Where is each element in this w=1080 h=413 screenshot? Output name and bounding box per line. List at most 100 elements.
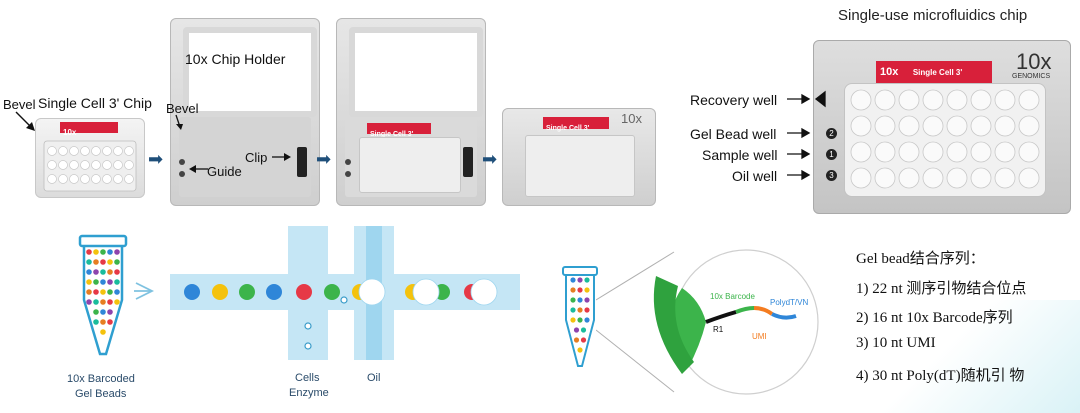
gel-bead <box>93 309 99 315</box>
sequence-info-title: Gel bead结合序列： <box>856 251 985 267</box>
teal-decoration <box>860 300 1080 413</box>
channel-bead <box>266 284 282 300</box>
microfluidics-title: Single-use microfluidics chip <box>838 7 1028 24</box>
loaded-chip-red-label: Single Cell 3' <box>367 123 431 138</box>
gel-bead <box>86 289 92 295</box>
gel-bead <box>107 319 113 325</box>
bead-r1-label: R1 <box>713 325 724 334</box>
bead-umi-label: UMI <box>752 332 767 341</box>
oil-label: Oil <box>367 372 381 384</box>
gel-bead <box>114 289 120 295</box>
gel-bead <box>86 259 92 265</box>
chip-holder-loaded-image: Single Cell 3' <box>336 18 486 206</box>
chip-well <box>80 160 90 170</box>
chip-well <box>58 146 68 156</box>
loaded-chip-wells <box>359 137 461 193</box>
microfluidics-well <box>994 115 1016 137</box>
gel-beads-tube <box>78 234 128 356</box>
gel-bead <box>577 277 583 283</box>
channel-bead <box>212 284 228 300</box>
chip-well <box>80 146 90 156</box>
chip-well <box>91 174 101 184</box>
gel-bead <box>86 269 92 275</box>
holder-clip <box>297 147 307 177</box>
chip-well <box>47 174 57 184</box>
gel-bead <box>573 337 580 343</box>
microfluidics-wells <box>850 89 1040 189</box>
gel-bead <box>584 297 590 303</box>
microfluidics-well <box>898 167 920 189</box>
closed-holder-logo: 10x <box>621 111 642 126</box>
microfluidics-well <box>946 115 968 137</box>
gel-bead <box>100 319 106 325</box>
oil-droplet <box>470 278 498 306</box>
microfluidics-well <box>1018 115 1040 137</box>
gel-bead <box>114 279 120 285</box>
microfluidics-well <box>898 89 920 111</box>
gel-bead <box>584 307 590 313</box>
gel-bead <box>100 249 106 255</box>
gel-bead <box>570 287 576 293</box>
gel-bead <box>570 277 576 283</box>
gel-bead <box>114 249 120 255</box>
chip-well <box>91 160 101 170</box>
bevel-label-left: Bevel <box>3 97 36 112</box>
microfluidics-well-plate <box>844 83 1046 197</box>
recovery-well-label: Recovery well <box>690 92 778 108</box>
small-tube <box>562 266 598 367</box>
sequence-item-3: 3) 10 nt UMI <box>856 335 936 351</box>
chip-well <box>69 146 79 156</box>
chip-holder-title: 10x Chip Holder <box>185 51 286 67</box>
gel-bead <box>577 347 583 353</box>
gel-bead <box>584 277 590 283</box>
holder-clip-2 <box>463 147 473 177</box>
chip-well <box>113 146 123 156</box>
microfluidics-well <box>922 115 944 137</box>
single-cell-chip-title: Single Cell 3' Chip <box>38 95 152 111</box>
beads-label-line1: 10x Barcoded <box>67 373 135 385</box>
gel-bead <box>107 299 113 305</box>
gel-bead <box>93 249 99 255</box>
gel-bead <box>86 249 92 255</box>
chip-well <box>58 160 68 170</box>
holder-lid-window <box>183 27 317 117</box>
microfluidics-well <box>970 167 992 189</box>
chip-well <box>102 160 112 170</box>
gel-bead <box>93 269 99 275</box>
gel-bead <box>100 309 106 315</box>
microfluidics-well <box>874 141 896 163</box>
cells-label: Cells <box>295 372 320 384</box>
microfluidics-chip-image: 10x Single Cell 3' 10x GENOMICS <box>813 40 1071 214</box>
gel-bead <box>86 299 92 305</box>
gel-bead <box>584 317 590 323</box>
microfluidics-well <box>994 141 1016 163</box>
gel-bead <box>100 329 106 335</box>
microfluidics-well <box>946 141 968 163</box>
gel-bead <box>100 289 106 295</box>
chip-holder-closed-image: Single Cell 3' 10x <box>502 108 656 206</box>
chip-well <box>102 146 112 156</box>
gel-bead <box>86 279 92 285</box>
channel-bead <box>239 284 255 300</box>
gel-bead <box>570 307 576 313</box>
closed-chip-wells <box>525 135 635 197</box>
sequence-item-1: 1) 22 nt 测序引物结合位点 <box>856 281 1027 297</box>
sample-well-label: Sample well <box>702 147 778 163</box>
chip-well <box>124 160 134 170</box>
bevel-label-holder: Bevel <box>166 101 199 116</box>
microfluidics-well <box>970 89 992 111</box>
chip-holder-open-image <box>170 18 320 206</box>
gel-bead <box>577 287 583 293</box>
chip-well <box>113 160 123 170</box>
gel-bead <box>93 289 99 295</box>
step-arrow-3: ➡ <box>482 149 498 169</box>
step-arrow-2: ➡ <box>316 149 332 169</box>
microfluidics-well <box>874 167 896 189</box>
gel-bead <box>114 299 120 305</box>
gel-bead <box>570 297 576 303</box>
microfluidics-red-label: 10x Single Cell 3' <box>876 61 992 83</box>
gel-bead <box>573 327 580 333</box>
chip-well <box>47 160 57 170</box>
microfluidics-well <box>994 89 1016 111</box>
badge-oil: 3 <box>826 170 837 181</box>
